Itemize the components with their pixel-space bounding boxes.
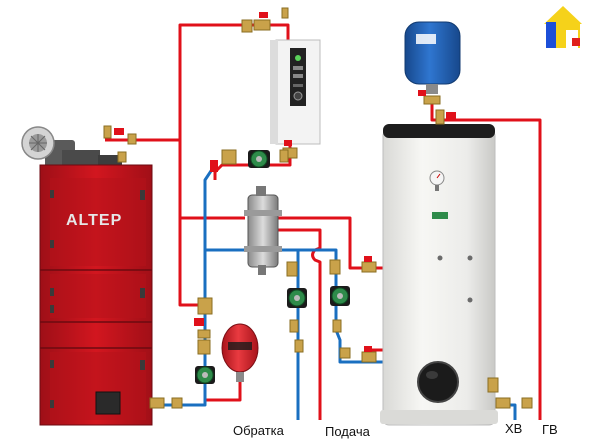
valve-icon [339,346,377,363]
hot-pipe-main-riser [105,23,290,142]
valve-icon [210,149,289,172]
pump-icon [248,150,270,168]
valve-icon [253,12,271,31]
cold-pipe-boiler-return [140,248,245,407]
label-cold-water: ХВ [505,421,523,436]
hydraulic-separator [244,186,282,275]
dhw-tank [380,109,498,426]
tank-flange [417,361,459,403]
cold-pipe-to-tank [278,248,383,364]
pump-icon [287,288,307,308]
valve-icon [241,19,253,33]
valve-icon [194,297,213,355]
pump-icon [195,366,215,384]
label-hot-water: ГВ [542,422,558,437]
valve-icon [487,377,533,409]
manometer-icon [429,170,445,191]
boiler-brand: ALTEP [66,212,122,229]
boiler-ash-door [95,391,121,415]
expansion-tank-icon [221,323,259,382]
valve-icon [329,259,342,333]
valve-icon [361,256,377,273]
site-logo-icon [544,6,582,48]
expansion-tank-icon [404,21,461,105]
valve-icon [149,397,183,409]
valves [103,125,533,409]
valve-icon [286,261,304,353]
pump-icon [330,286,350,306]
label-return: Обратка [233,423,284,438]
electric-boiler [241,7,321,159]
solid-fuel-boiler: ALTEP [21,126,153,426]
hot-pipe-boiler-loop [178,218,200,307]
label-supply: Подача [325,424,370,439]
valve-icon [103,125,137,163]
hot-pipe-electric-out [213,142,292,180]
hot-pipe-expansion [205,380,242,402]
hot-pipe-tank-top [430,100,542,420]
